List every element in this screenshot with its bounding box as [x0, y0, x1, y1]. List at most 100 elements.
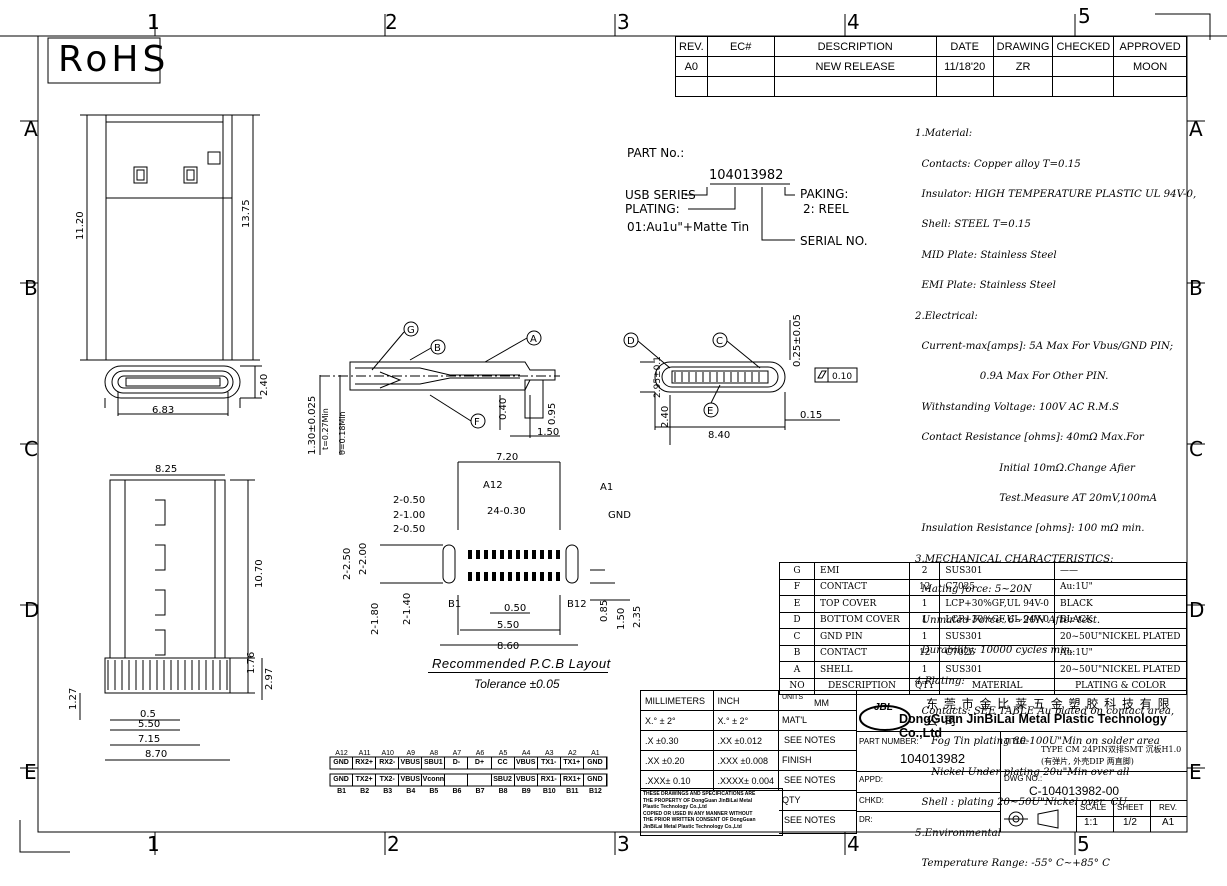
- rev-cell: NEW RELEASE: [773, 56, 937, 77]
- pinout-cell: TX2+: [353, 774, 377, 786]
- dim-end-2-95: 2.95±0.1: [653, 356, 663, 398]
- dwg-no-value: C-104013982-00: [1029, 784, 1120, 798]
- note-line: Shell: STEEL T=0.15: [915, 219, 1031, 231]
- pinout-cell: A12: [335, 750, 348, 757]
- bom-cell: TOP COVER: [814, 595, 910, 613]
- pinout-cell: A10: [381, 750, 394, 757]
- dim-side-0-95: 0.95: [547, 403, 558, 425]
- dim-end-0-25: 0.25±0.05: [792, 314, 803, 367]
- bom-cell: EMI: [814, 562, 910, 580]
- pinout-cell: D-: [445, 757, 469, 769]
- pinout-cell: A5: [498, 750, 508, 757]
- note-line: Current-max[amps]: 5A Max For Vbus/GND P…: [915, 341, 1174, 353]
- finish-value: SEE NOTES: [779, 771, 856, 791]
- pinout-cell: RX1+: [561, 774, 584, 786]
- pinout-cell: B1: [337, 788, 347, 795]
- qty-value: SEE NOTES: [784, 815, 836, 825]
- dim-pcb-1-50: 1.50: [616, 608, 627, 630]
- zone-top-5: 5: [1078, 4, 1091, 28]
- pinout-cell: VBUS: [515, 757, 538, 769]
- dim-bottom-7-15: 7.15: [138, 734, 160, 745]
- zone-side-b: B: [24, 276, 38, 300]
- pcb-label-b12: B12: [567, 599, 587, 610]
- rev-header-approved: APPROVED: [1113, 36, 1187, 57]
- dim-pcb-0-85: 0.85: [599, 600, 610, 622]
- dim-pcb-2-1-40: 2-1.40: [402, 593, 413, 625]
- zone-side-b-r: B: [1189, 276, 1203, 300]
- dim-pcb-2-1-80: 2-1.80: [370, 603, 381, 635]
- pinout-cell: A8: [429, 750, 439, 757]
- rev-cell: MOON: [1113, 56, 1187, 77]
- rev-cell: [1052, 56, 1115, 77]
- pcb-tolerance: Tolerance ±0.05: [474, 677, 560, 691]
- matl-value: SEE NOTES: [779, 731, 856, 751]
- finish-label: FINISH: [779, 751, 856, 771]
- zone-side-d: D: [24, 598, 40, 622]
- bom-cell: G: [779, 562, 815, 580]
- zone-side-e-r: E: [1189, 760, 1202, 784]
- rev-cell: [706, 56, 775, 77]
- title-label: TITLE:: [1004, 737, 1029, 746]
- pinout-cell: B6: [452, 788, 462, 795]
- dim-pcb-7-20: 7.20: [496, 452, 518, 463]
- title-line-2: (有弹片, 外壳DIP 两直脚): [1041, 757, 1134, 766]
- tol-header-inch: INCH: [712, 690, 780, 711]
- note-line: EMI Plate: Stainless Steel: [915, 280, 1056, 292]
- note-line: Contacts: Copper alloy T=0.15: [915, 158, 1081, 170]
- dim-pcb-24-0-30: 24-0.30: [487, 506, 526, 517]
- tol-cell: .X ±0.30: [640, 730, 714, 751]
- bom-cell: LCP+30%GF,UL 94V-0: [939, 595, 1055, 613]
- pinout-cell: VBUS: [399, 757, 423, 769]
- dim-pcb-2-1-00: 2-1.00: [393, 510, 425, 521]
- bom-cell: CONTACT: [814, 578, 910, 596]
- note-line: Insulation Resistance [ohms]: 100 mΩ min…: [915, 523, 1145, 535]
- callout-b: B: [434, 343, 441, 354]
- bom-cell: CONTACT: [814, 644, 910, 662]
- drawing-frame: 11.20 13.75 6.83 2.40: [0, 13, 1227, 855]
- units-label: UNITS: [782, 694, 803, 701]
- bom-cell: Au:1U": [1054, 644, 1187, 662]
- pinout-cell: A2: [568, 750, 577, 757]
- pinout-cell: A11: [358, 750, 371, 757]
- dim-pcb-2-0-50b: 2-0.50: [393, 524, 425, 535]
- bom-cell: F: [779, 578, 815, 596]
- bom-cell: B: [779, 644, 815, 662]
- pinout-cell: A1: [591, 750, 600, 757]
- disclaimer-line: THE PRIOR WRITTEN CONSENT OF DongGuan: [643, 817, 756, 823]
- pinout-cell: VBUS: [399, 774, 423, 786]
- pinout-cell: GND: [330, 774, 354, 786]
- dim-end-0-15: 0.15: [800, 410, 822, 421]
- disclaimer: THESE DRAWINGS AND SPECIFICATIONS ARE TH…: [640, 788, 783, 836]
- pinout-cell: GND: [330, 757, 354, 769]
- pcb-caption: Recommended P.C.B Layout: [432, 656, 611, 671]
- scale-label: SCALE: [1080, 803, 1107, 812]
- dim-pcb-8-60: 8.60: [497, 641, 519, 652]
- bom-cell: BOTTOM COVER: [814, 611, 910, 629]
- rohs-mark: RoHS: [58, 39, 170, 80]
- zone-bot-1: 1: [147, 832, 160, 856]
- bom-cell: 20~50U"NICKEL PLATED: [1054, 628, 1187, 646]
- rev-header-drawing: DRAWING: [992, 36, 1054, 57]
- part-no-title: PART No.:: [627, 146, 685, 160]
- scale-value: 1:1: [1084, 817, 1098, 828]
- bom-cell: C7025: [939, 644, 1055, 662]
- bom-cell: 1: [908, 595, 941, 613]
- part-number-value: 104013982: [900, 751, 966, 766]
- bom-cell: A: [779, 661, 815, 679]
- pinout-grid: [329, 756, 608, 787]
- dim-side-1-30: 1.30±0.025: [307, 396, 318, 455]
- bom-cell: 2: [908, 562, 941, 580]
- tol-cell: X.° ± 2°: [712, 710, 780, 731]
- pinout-cell: TX2-: [376, 774, 400, 786]
- disclaimer-line: THESE DRAWINGS AND SPECIFICATIONS ARE: [643, 791, 756, 797]
- bom-cell: 12: [908, 578, 941, 596]
- pinout-cell: A4: [521, 750, 531, 757]
- dim-bottom-8-70: 8.70: [145, 749, 167, 760]
- pcb-label-a1: A1: [600, 482, 613, 493]
- part-no-number: 104013982: [709, 168, 784, 183]
- pinout-cell: Vconn: [422, 774, 446, 786]
- pinout-cell: CC: [492, 757, 515, 769]
